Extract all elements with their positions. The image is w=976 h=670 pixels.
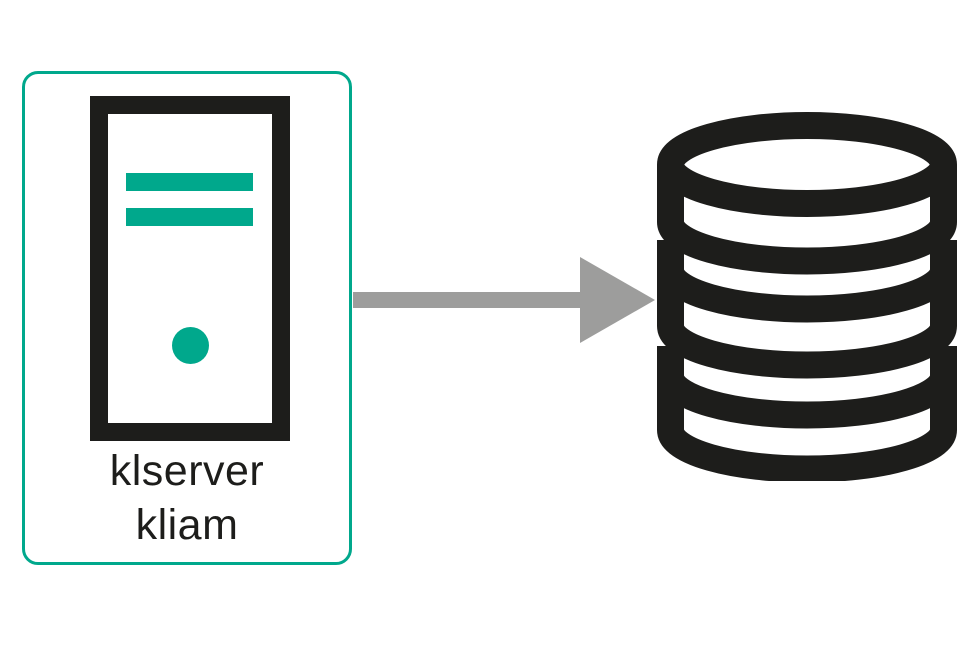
database-icon	[657, 112, 957, 481]
database-disc-2-body	[657, 240, 957, 379]
database-disc-3-top	[657, 374, 957, 429]
arrow-shaft	[353, 292, 585, 308]
server-tower-icon	[90, 96, 290, 441]
server-power-dot	[172, 327, 209, 364]
server-label-line2: kliam	[135, 501, 239, 549]
database-disc-1-body	[657, 164, 957, 275]
connection-arrow	[353, 257, 655, 343]
server-slot-bar-1	[126, 173, 253, 191]
server-slot-bar-2	[126, 208, 253, 226]
database-disc-3-body	[657, 346, 957, 481]
database-disc-1-top	[657, 112, 957, 217]
server-label-line1: klserver	[109, 447, 265, 495]
server-case	[90, 96, 290, 441]
server-node: klserver kliam	[22, 71, 352, 565]
database-disc-2-top	[657, 268, 957, 323]
arrow-head	[580, 257, 655, 343]
server-label: klserver kliam	[22, 444, 352, 552]
